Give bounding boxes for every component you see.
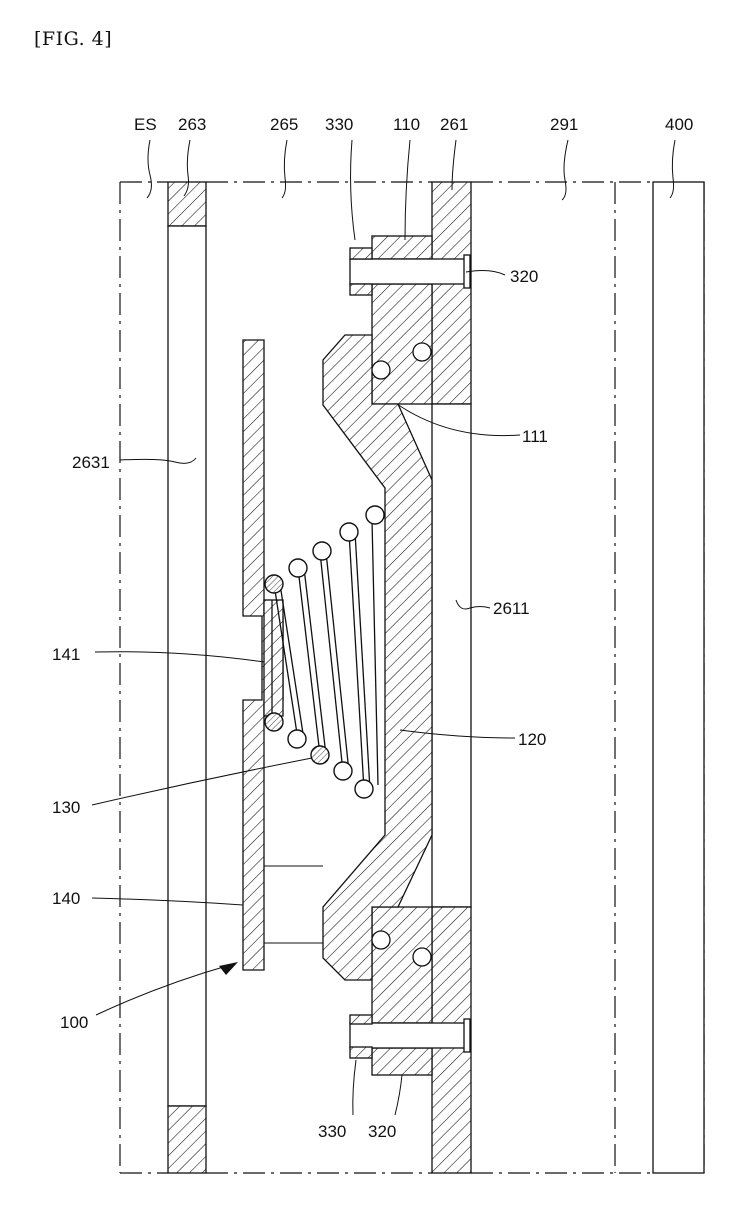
label-265: 265 <box>270 115 298 134</box>
label-291: 291 <box>550 115 578 134</box>
label-120: 120 <box>518 730 546 749</box>
label-261: 261 <box>440 115 468 134</box>
label-2631: 2631 <box>72 453 110 472</box>
arrowhead-100 <box>219 962 238 975</box>
label-320-bottom: 320 <box>368 1122 396 1141</box>
label-es: ES <box>134 115 157 134</box>
label-130: 130 <box>52 798 80 817</box>
label-2611: 2611 <box>493 599 530 618</box>
label-320-top: 320 <box>510 267 538 286</box>
label-111: 111 <box>522 427 548 446</box>
label-141: 141 <box>52 645 80 664</box>
panel-263 <box>168 182 206 1173</box>
label-330-bottom: 330 <box>318 1122 346 1141</box>
plate-141 <box>264 600 283 716</box>
label-140: 140 <box>52 889 80 908</box>
label-400: 400 <box>665 115 693 134</box>
label-263: 263 <box>178 115 206 134</box>
cone-member-120 <box>323 335 432 980</box>
label-330-top: 330 <box>325 115 353 134</box>
label-100: 100 <box>60 1013 88 1032</box>
spacer-block <box>264 866 323 943</box>
plate-400 <box>653 182 704 1173</box>
label-110: 110 <box>393 115 420 134</box>
